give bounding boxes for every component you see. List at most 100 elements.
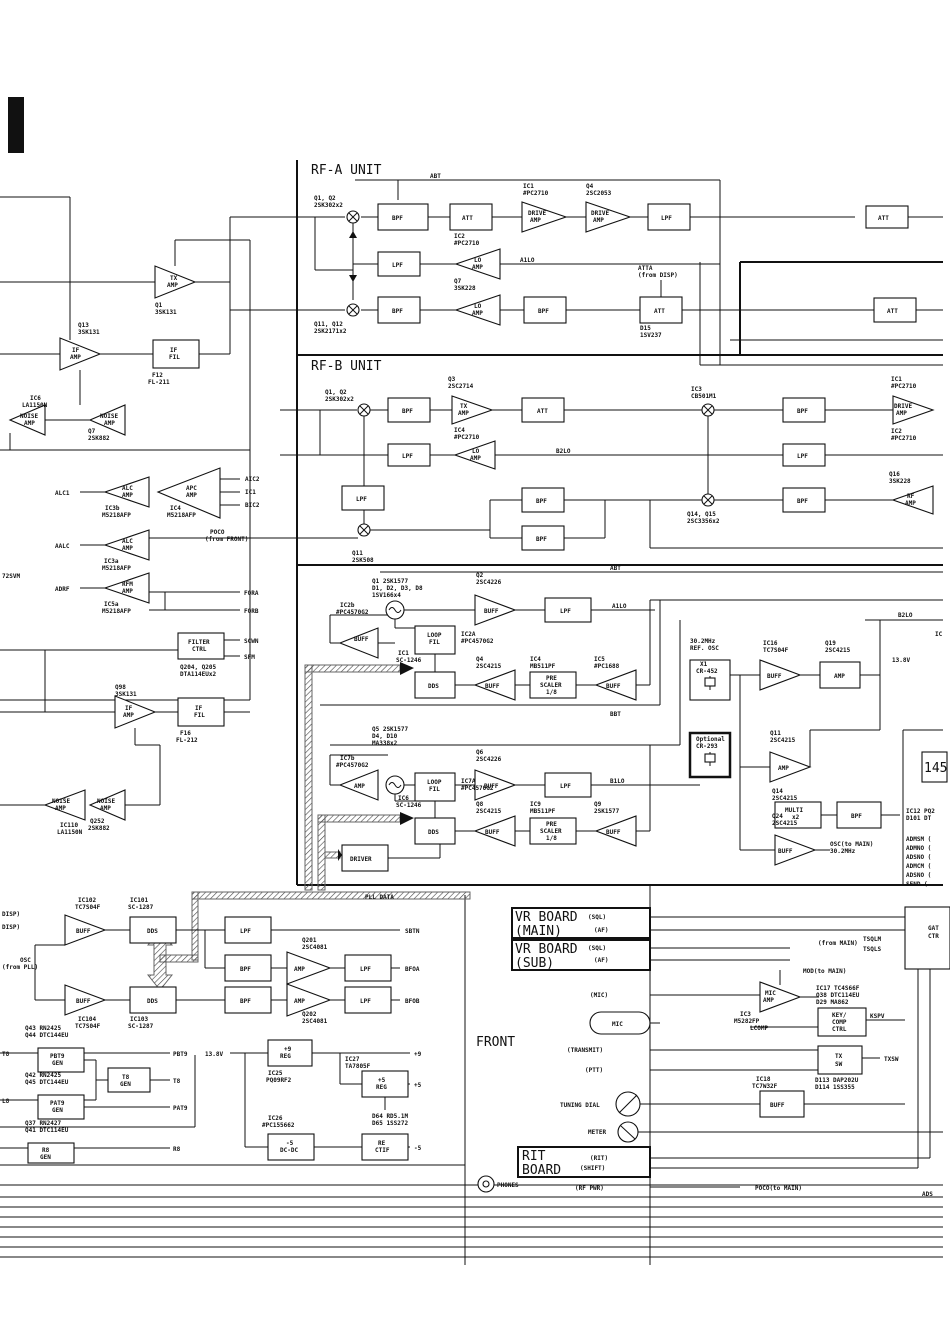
front-section xyxy=(477,906,950,1193)
svg-text:(from FRONT): (from FRONT) xyxy=(205,536,248,543)
svg-text:ADMSM (: ADMSM ( xyxy=(906,836,931,843)
svg-text:x2: x2 xyxy=(792,814,800,821)
svg-text:IC9: IC9 xyxy=(530,801,541,808)
front-labels: VR BOARD (MAIN) VR BOARD (SUB) RIT BOARD xyxy=(515,910,578,1178)
svg-text:TC7S04F: TC7S04F xyxy=(75,1023,101,1030)
svg-text:APC: APC xyxy=(186,485,197,492)
svg-text:BIC2: BIC2 xyxy=(245,502,260,509)
svg-text:PRE: PRE xyxy=(546,821,557,828)
svg-text:DRIVER: DRIVER xyxy=(350,856,372,863)
svg-text:BPF: BPF xyxy=(797,498,808,505)
svg-text:IC110: IC110 xyxy=(60,822,78,829)
svg-text:Q9: Q9 xyxy=(594,801,602,808)
svg-text:AIC2: AIC2 xyxy=(245,476,260,483)
svg-text:#PC4570G2: #PC4570G2 xyxy=(461,638,494,645)
svg-text:AMP: AMP xyxy=(763,997,774,1004)
svg-text:1SV237: 1SV237 xyxy=(640,332,662,339)
svg-text:GEN: GEN xyxy=(40,1154,51,1161)
svg-text:AMP: AMP xyxy=(186,492,197,499)
svg-text:FIL: FIL xyxy=(429,786,440,793)
svg-text:IC25: IC25 xyxy=(268,1070,283,1077)
svg-text:Q201: Q201 xyxy=(302,937,317,944)
svg-text:MIC: MIC xyxy=(765,990,776,997)
svg-text:SFM: SFM xyxy=(244,654,255,661)
svg-text:Q1 2SK1577: Q1 2SK1577 xyxy=(372,578,409,585)
svg-text:IC18: IC18 xyxy=(756,1076,771,1083)
svg-text:D101 DT: D101 DT xyxy=(906,815,932,822)
svg-text:ADSNO (: ADSNO ( xyxy=(906,872,931,879)
svg-text:BPF: BPF xyxy=(536,536,547,543)
svg-text:IC3b: IC3b xyxy=(105,505,120,512)
svg-text:LCOMP: LCOMP xyxy=(750,1025,768,1032)
svg-text:BUFF: BUFF xyxy=(485,829,500,836)
svg-text:AMP: AMP xyxy=(123,712,134,719)
svg-text:TC7W32F: TC7W32F xyxy=(752,1083,778,1090)
svg-text:(SHIFT): (SHIFT) xyxy=(580,1165,605,1172)
svg-text:30.2MHz: 30.2MHz xyxy=(830,848,856,855)
svg-text:FL-211: FL-211 xyxy=(148,379,170,386)
svg-text:3SK228: 3SK228 xyxy=(454,285,476,292)
svg-text:IF: IF xyxy=(170,347,178,354)
svg-text:FORB: FORB xyxy=(244,608,259,615)
svg-text:AMP: AMP xyxy=(472,310,483,317)
svg-text:Q41 DTC114EU: Q41 DTC114EU xyxy=(25,1127,69,1134)
svg-text:VR BOARD: VR BOARD xyxy=(515,910,578,925)
svg-text:FL-212: FL-212 xyxy=(176,737,198,744)
svg-text:IC12 PQ2: IC12 PQ2 xyxy=(906,808,935,815)
svg-text:#PC4570G2: #PC4570G2 xyxy=(461,785,494,792)
svg-text:SC-1287: SC-1287 xyxy=(128,904,154,911)
svg-text:IC3a: IC3a xyxy=(104,558,119,565)
svg-text:IC101: IC101 xyxy=(130,897,148,904)
svg-text:Q3: Q3 xyxy=(448,376,456,383)
pll-data-label: PLL DATA xyxy=(365,894,394,901)
svg-text:M5218AFP: M5218AFP xyxy=(102,608,131,615)
svg-text:Q202: Q202 xyxy=(302,1011,317,1018)
svg-text:BFOA: BFOA xyxy=(405,966,420,973)
svg-text:Q11: Q11 xyxy=(770,730,781,737)
svg-text:TUNING DIAL: TUNING DIAL xyxy=(560,1102,600,1109)
svg-text:2SK2171x2: 2SK2171x2 xyxy=(314,328,347,335)
svg-text:COMP: COMP xyxy=(832,1019,847,1026)
svg-text:(MIC): (MIC) xyxy=(590,992,608,999)
svg-text:LA1150N: LA1150N xyxy=(57,829,83,836)
svg-text:2SC4226: 2SC4226 xyxy=(476,756,502,763)
svg-text:(PTT): (PTT) xyxy=(585,1067,603,1074)
svg-text:Q16: Q16 xyxy=(889,471,900,478)
svg-text:2SC2053: 2SC2053 xyxy=(586,190,612,197)
svg-text:AMP: AMP xyxy=(294,966,305,973)
svg-text:ATT: ATT xyxy=(654,308,665,315)
svg-text:ADSNO (: ADSNO ( xyxy=(906,854,931,861)
svg-text:Q44 DTC144EU: Q44 DTC144EU xyxy=(25,1032,69,1039)
svg-text:72SVM: 72SVM xyxy=(2,573,20,580)
svg-text:PBT9: PBT9 xyxy=(173,1051,188,1058)
svg-text:Q24: Q24 xyxy=(772,813,783,820)
svg-text:AMP: AMP xyxy=(834,673,845,680)
svg-text:Q6: Q6 xyxy=(476,749,484,756)
svg-text:POCO: POCO xyxy=(210,529,225,536)
svg-text:AMP: AMP xyxy=(55,805,66,812)
svg-text:IC1: IC1 xyxy=(398,650,409,657)
svg-text:AMP: AMP xyxy=(472,264,483,271)
rf-a-unit-label: RF-A UNIT xyxy=(311,163,382,178)
svg-text:BPF: BPF xyxy=(240,998,251,1005)
bottom-left xyxy=(0,914,943,1258)
svg-text:D15: D15 xyxy=(640,325,651,332)
svg-text:AALC: AALC xyxy=(55,543,70,550)
svg-text:TC7S04F: TC7S04F xyxy=(763,647,789,654)
svg-text:AMP: AMP xyxy=(122,588,133,595)
svg-text:SC-1246: SC-1246 xyxy=(396,802,422,809)
svg-text:(MAIN): (MAIN) xyxy=(515,924,562,939)
svg-text:PQ09RF2: PQ09RF2 xyxy=(266,1077,292,1084)
svg-text:TSQLM: TSQLM xyxy=(863,936,881,943)
svg-text:LPF: LPF xyxy=(392,262,403,269)
svg-text:IC16: IC16 xyxy=(763,640,778,647)
svg-text:METER: METER xyxy=(588,1129,606,1136)
svg-text:Q14: Q14 xyxy=(772,788,783,795)
svg-text:AMP: AMP xyxy=(778,765,789,772)
svg-text:DRIVE: DRIVE xyxy=(528,210,546,217)
svg-text:Q4: Q4 xyxy=(586,183,594,190)
svg-text:IC17 TC4S66F: IC17 TC4S66F xyxy=(816,985,860,992)
svg-text:Q45 DTC144EU: Q45 DTC144EU xyxy=(25,1079,69,1086)
svg-text:B2LO: B2LO xyxy=(898,612,913,619)
